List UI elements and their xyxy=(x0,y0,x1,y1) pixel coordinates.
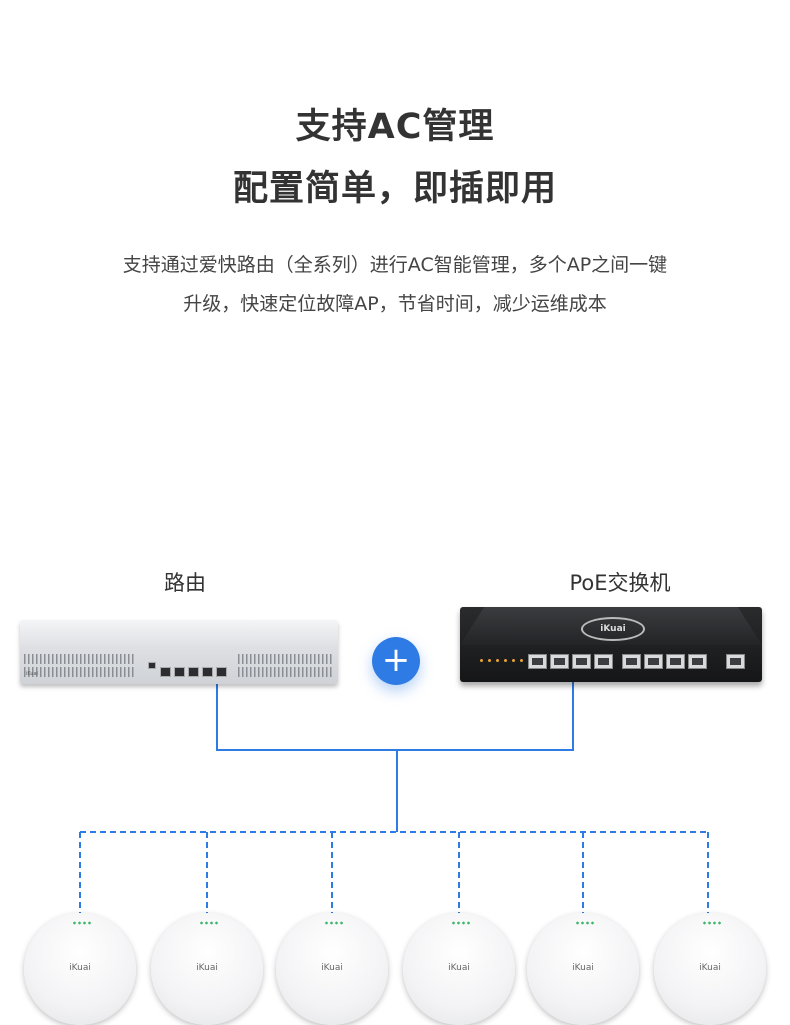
switch-uplink-port xyxy=(726,654,745,669)
router-port xyxy=(188,667,199,677)
router-top-panel xyxy=(20,620,338,646)
switch-port xyxy=(528,654,547,669)
router-port xyxy=(216,667,227,677)
switch-port xyxy=(550,654,569,669)
ap-brand: iKuai xyxy=(448,963,470,973)
access-point: iKuai xyxy=(151,913,263,1025)
page-title: 支持AC管理 xyxy=(295,107,495,147)
switch-logo: iKuai xyxy=(581,617,645,641)
description-line-1: 支持通过爱快路由（全系列）进行AC智能管理，多个AP之间一键 xyxy=(122,254,668,276)
switch-led xyxy=(496,659,499,662)
router-vent xyxy=(238,667,334,677)
switch-led xyxy=(512,659,515,662)
ap-status-leds xyxy=(451,921,471,925)
switch-port xyxy=(594,654,613,669)
ap-status-leds xyxy=(72,921,92,925)
router-vent xyxy=(238,654,334,664)
switch-led xyxy=(488,659,491,662)
ap-status-leds xyxy=(324,921,344,925)
switch-port xyxy=(622,654,641,669)
router-port xyxy=(202,667,213,677)
access-point: iKuai xyxy=(527,913,639,1025)
ap-status-leds xyxy=(199,921,219,925)
ap-brand: iKuai xyxy=(572,963,594,973)
access-point: iKuai xyxy=(276,913,388,1025)
plus-icon: + xyxy=(372,637,420,685)
switch-port xyxy=(688,654,707,669)
ap-brand: iKuai xyxy=(699,963,721,973)
ap-status-leds xyxy=(575,921,595,925)
switch-port xyxy=(644,654,663,669)
switch-led xyxy=(480,659,483,662)
access-point: iKuai xyxy=(654,913,766,1025)
ap-brand: iKuai xyxy=(69,963,91,973)
poe-switch-device: iKuai xyxy=(460,607,762,682)
router-port xyxy=(160,667,171,677)
page-subtitle: 配置简单，即插即用 xyxy=(232,169,557,209)
router-vent xyxy=(24,654,134,664)
switch-port xyxy=(572,654,591,669)
ap-brand: iKuai xyxy=(196,963,218,973)
ap-status-leds xyxy=(702,921,722,925)
switch-port xyxy=(666,654,685,669)
device-uplink-line xyxy=(216,678,574,751)
switch-led xyxy=(520,659,523,662)
description-line-2: 升级，快速定位故障AP，节省时间，减少运维成本 xyxy=(183,293,607,315)
router-usb-port xyxy=(148,662,156,669)
router-brand: iKuai xyxy=(26,671,39,677)
access-point: iKuai xyxy=(24,913,136,1025)
router-label: 路由 xyxy=(164,571,206,595)
access-point: iKuai xyxy=(403,913,515,1025)
router-port xyxy=(174,667,185,677)
switch-label: PoE交换机 xyxy=(569,571,671,595)
router-vent xyxy=(24,667,134,677)
switch-led xyxy=(504,659,507,662)
ap-brand: iKuai xyxy=(321,963,343,973)
router-device: iKuai xyxy=(20,620,338,684)
